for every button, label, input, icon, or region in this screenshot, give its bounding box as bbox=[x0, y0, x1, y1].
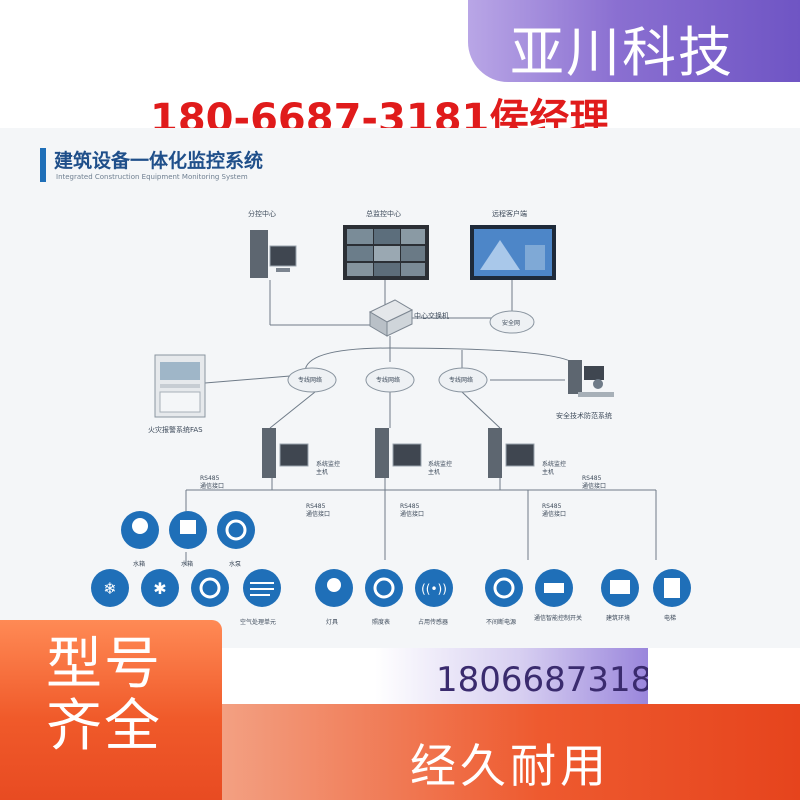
durable-bar bbox=[222, 704, 800, 800]
label-env: 建筑环境 bbox=[606, 614, 630, 622]
label-water-tank: 水箱 bbox=[133, 560, 145, 568]
label-network-c: 专线网络 bbox=[449, 376, 473, 384]
phone-bar-number: 18066873181 bbox=[436, 660, 648, 700]
label-network-b: 专线网络 bbox=[376, 376, 400, 384]
label-host-a: 系统监控主机 bbox=[316, 460, 340, 476]
label-elevator: 电梯 bbox=[664, 614, 676, 622]
label-water-pump: 水泵 bbox=[229, 560, 241, 568]
monitoring-host-b bbox=[375, 428, 422, 478]
svg-text:✱: ✱ bbox=[153, 579, 166, 598]
phone-bar-clip: 18066873181 bbox=[222, 648, 648, 704]
label-branch-center: 分控中心 bbox=[248, 209, 276, 218]
label-fan: 照度表 bbox=[372, 618, 390, 626]
model-range-card bbox=[0, 620, 222, 800]
phone-bar bbox=[222, 648, 648, 704]
device-icons-row-2: ❄ ✱ ((•)) bbox=[91, 569, 691, 607]
monitoring-host-c bbox=[488, 428, 535, 478]
label-remote-client: 远程客户端 bbox=[492, 209, 527, 218]
diagram-subtitle: Integrated Construction Equipment Monito… bbox=[56, 173, 248, 181]
svg-text:((•)): ((•)) bbox=[421, 582, 447, 596]
svg-text:❄: ❄ bbox=[103, 579, 116, 598]
network-clouds bbox=[287, 310, 535, 393]
main-center-display bbox=[343, 225, 429, 280]
connection-lines bbox=[185, 280, 657, 565]
label-central-switch: 中心交换机 bbox=[414, 311, 449, 320]
model-range-text: 型号 齐全 bbox=[46, 634, 196, 758]
label-smart-switch: 通信智能控制开关 bbox=[534, 614, 582, 622]
title-accent-bar bbox=[40, 148, 46, 182]
label-ups: 不间断电源 bbox=[486, 618, 516, 626]
label-sensor: 占用传感器 bbox=[418, 618, 448, 626]
label-air-handler: 空气处理单元 bbox=[240, 618, 276, 626]
diagram-title: 建筑设备一体化监控系统 bbox=[54, 150, 264, 172]
diagram-labels: 分控中心 总监控中心 远程客户端 中心交换机 安全网 专线网络 专线网络 专线网… bbox=[133, 209, 676, 626]
model-line-2: 齐全 bbox=[46, 694, 162, 759]
security-system-station bbox=[568, 360, 614, 397]
label-security-net: 安全网 bbox=[502, 319, 520, 327]
monitoring-host-a bbox=[262, 428, 309, 478]
fire-alarm-cabinet bbox=[154, 354, 206, 418]
label-main-center: 总监控中心 bbox=[366, 209, 401, 218]
label-lighting: 灯具 bbox=[326, 618, 338, 626]
label-water-tower: 水箱 bbox=[181, 560, 193, 568]
device-icons-row-1 bbox=[121, 511, 255, 549]
branch-center-computer bbox=[250, 230, 297, 278]
label-fire-alarm: 火灾报警系统FAS bbox=[148, 425, 203, 434]
durable-text: 经久耐用 bbox=[410, 739, 610, 793]
remote-client-display bbox=[470, 225, 556, 280]
label-network-a: 专线网络 bbox=[298, 376, 322, 384]
model-line-1: 型号 bbox=[46, 632, 162, 697]
brand-banner bbox=[468, 0, 800, 82]
central-switch bbox=[368, 299, 414, 337]
label-security-system: 安全技术防范系统 bbox=[556, 411, 612, 420]
label-host-c: 系统监控主机 bbox=[542, 460, 566, 476]
brand-name: 亚川科技 bbox=[510, 21, 734, 84]
label-host-b: 系统监控主机 bbox=[428, 460, 452, 476]
